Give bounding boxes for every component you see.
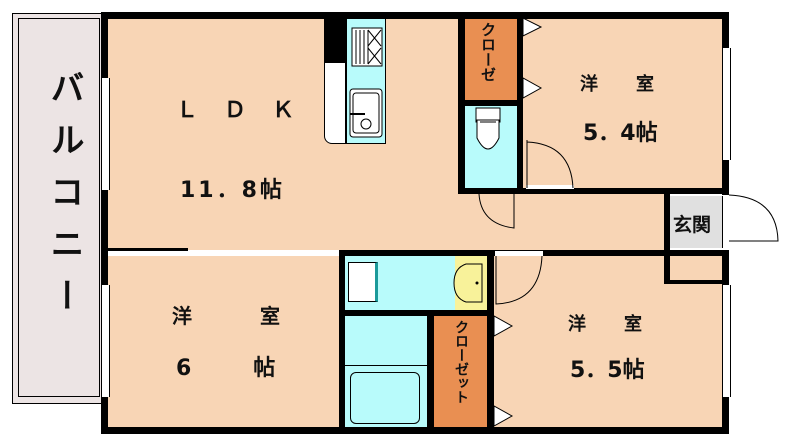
stove-icon xyxy=(351,27,383,67)
room-se-size: 5．5帖 xyxy=(570,358,645,383)
entrance-label: 玄関 xyxy=(673,214,712,236)
wall-closet-toilet xyxy=(458,100,523,106)
room-ne-size: 5．4帖 xyxy=(583,121,658,146)
window-sw xyxy=(101,285,110,397)
closet-large-label: クローゼット xyxy=(453,320,469,404)
closet-doors-ne[interactable] xyxy=(522,17,543,99)
room-western-sw xyxy=(107,256,339,428)
sink-icon xyxy=(349,88,383,138)
bath-divider xyxy=(345,365,427,366)
room-sw-size: 6 帖 xyxy=(176,356,296,381)
bathtub xyxy=(350,372,420,424)
window-ldk xyxy=(101,78,110,190)
wall-top xyxy=(101,12,729,19)
wall-bottom xyxy=(101,427,729,434)
wall-ldk-sw xyxy=(108,248,188,251)
ldk-name: ＬＤＫ xyxy=(176,98,321,123)
door-ne[interactable] xyxy=(526,140,576,190)
wall-bath-closet xyxy=(427,310,434,430)
wall-entrance-left xyxy=(664,194,670,284)
window-se xyxy=(722,285,731,397)
closet-doors-se[interactable] xyxy=(493,315,514,428)
room-sw-name: 洋 室 xyxy=(172,304,304,328)
washing-machine xyxy=(348,262,378,302)
balcony-label: バルコニー xyxy=(44,70,84,330)
wall-closet-se xyxy=(487,250,494,430)
toilet-icon xyxy=(475,107,501,150)
room-se-name: 洋 室 xyxy=(568,314,652,335)
wall-left xyxy=(101,12,108,434)
wall-shoebox xyxy=(664,280,728,284)
room-western-ne xyxy=(523,18,723,188)
window-ne xyxy=(722,48,731,160)
closet-small-label: クローゼ xyxy=(479,22,497,82)
ldk-size: 11．8帖 xyxy=(180,178,285,203)
balcony-inner xyxy=(18,18,100,397)
wall-wash-bath xyxy=(339,310,494,316)
closet-large xyxy=(434,316,487,428)
kitchen-wall xyxy=(324,18,346,63)
closet-small xyxy=(464,18,517,100)
room-ldk xyxy=(107,18,457,250)
entrance-door[interactable] xyxy=(728,194,779,245)
wall-ne-bottom xyxy=(458,188,728,194)
door-se[interactable] xyxy=(495,251,545,306)
kitchen-counter-white xyxy=(324,62,346,144)
room-se-ext xyxy=(667,282,723,428)
wall-wet-left xyxy=(339,250,345,430)
washbasin-icon xyxy=(453,263,483,303)
door-toilet[interactable] xyxy=(478,193,518,234)
room-ne-name: 洋 室 xyxy=(580,74,664,95)
